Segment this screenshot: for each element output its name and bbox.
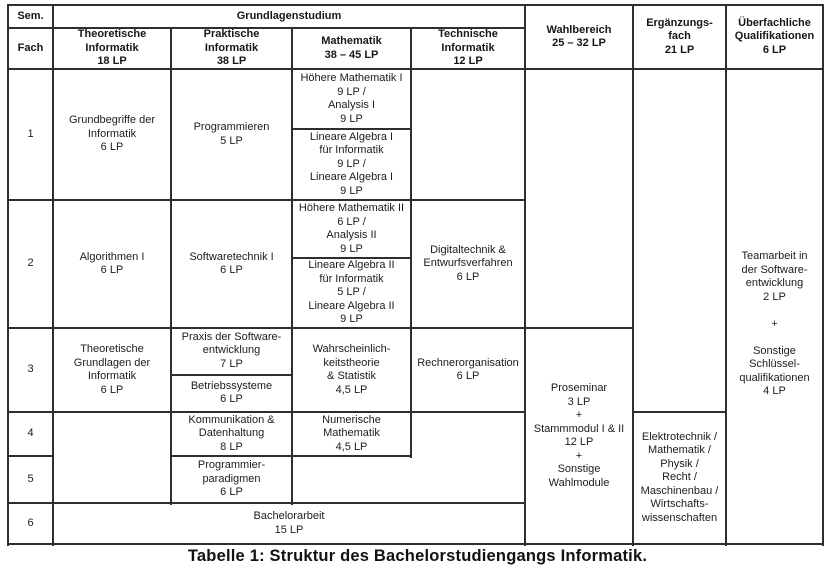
grid-hline [7, 4, 824, 6]
cell-lineare-algebra-2: Lineare Algebra II für Informatik 5 LP /… [308, 259, 395, 326]
grid-hline [291, 128, 412, 130]
cell-hoehere-mathematik-1: Höhere Mathematik I 9 LP / Analysis I 9 … [300, 72, 403, 125]
cell-wahrscheinlichkeitstheorie-statistik: Wahrscheinlich- keitstheorie & Statistik… [312, 343, 391, 396]
grid-vline [410, 27, 412, 458]
header-mathematik: Mathematik 38 – 45 LP [321, 35, 382, 61]
grid-hline [632, 411, 727, 413]
semester-2: 2 [27, 257, 34, 270]
semester-5: 5 [27, 472, 34, 485]
table-caption: Tabelle 1: Struktur des Bachelorstudieng… [187, 547, 648, 565]
cell-hoehere-mathematik-2: Höhere Mathematik II 6 LP / Analysis II … [298, 202, 405, 255]
cell-theoretische-grundlagen: Theoretische Grundlagen der Informatik 6… [73, 343, 151, 396]
grid-hline [7, 327, 634, 329]
grid-hline [291, 257, 412, 259]
cell-programmierparadigmen: Programmier- paradigmen 6 LP [197, 459, 266, 499]
grid-hline [7, 543, 824, 545]
grid-vline [725, 4, 727, 546]
grid-hline [170, 374, 293, 376]
grid-vline [7, 4, 9, 546]
grid-vline [524, 4, 526, 546]
grid-hline [7, 199, 526, 201]
cell-digitaltechnik-entwurfsverfahren: Digitaltechnik & Entwurfsverfahren 6 LP [423, 243, 513, 283]
semester-6: 6 [27, 516, 34, 529]
cell-betriebssysteme: Betriebssysteme 6 LP [190, 379, 273, 406]
cell-programmieren: Programmieren 5 LP [193, 121, 270, 147]
grid-hline [7, 455, 54, 457]
cell-rechnerorganisation: Rechnerorganisation 6 LP [417, 356, 519, 383]
cell-numerische-mathematik: Numerische Mathematik 4,5 LP [322, 413, 381, 453]
cell-lineare-algebra-1: Lineare Algebra I für Informatik 9 LP / … [309, 130, 394, 197]
grid-hline [170, 455, 412, 457]
header-praktische-informatik: Praktische Informatik 38 LP [203, 28, 260, 68]
grid-hline [7, 68, 824, 70]
semester-4: 4 [27, 427, 34, 440]
header-sem: Sem. [17, 9, 44, 22]
cell-algorithmen-1: Algorithmen I 6 LP [79, 250, 145, 277]
semester-1: 1 [27, 127, 34, 140]
cell-wahlbereich-inhalt: Proseminar 3 LP + Stammmodul I & II 12 L… [533, 382, 625, 489]
header-grundlagenstudium: Grundlagenstudium [236, 9, 342, 22]
cell-ergaenzungsfach-inhalt: Elektrotechnik / Mathematik / Physik / R… [640, 430, 719, 524]
grid-vline [291, 27, 293, 505]
cell-bachelorarbeit: Bachelorarbeit 15 LP [253, 510, 325, 536]
grid-vline [170, 27, 172, 505]
grid-hline [7, 411, 526, 413]
grid-hline [7, 27, 526, 29]
semester-3: 3 [27, 363, 34, 376]
header-wahlbereich: Wahlbereich 25 – 32 LP [546, 23, 612, 50]
header-theoretische-informatik: Theoretische Informatik 18 LP [77, 28, 147, 68]
header-ergaenzungsfach: Ergänzungs- fach 21 LP [646, 16, 713, 56]
header-fach: Fach [17, 41, 44, 54]
grid-hline [7, 502, 526, 504]
grid-vline [822, 4, 824, 546]
grid-vline [632, 4, 634, 546]
cell-grundbegriffe-der-informatik: Grundbegriffe der Informatik 6 LP [68, 114, 156, 154]
cell-ueberfachliche-inhalt: Teamarbeit in der Software- entwicklung … [739, 250, 810, 398]
cell-praxis-der-softwareentwicklung: Praxis der Software- entwicklung 7 LP [181, 330, 282, 370]
header-technische-informatik: Technische Informatik 12 LP [438, 28, 498, 68]
cell-softwaretechnik-1: Softwaretechnik I 6 LP [189, 250, 274, 277]
cell-kommunikation-datenhaltung: Kommunikation & Datenhaltung 8 LP [188, 413, 275, 453]
grid-vline [52, 4, 54, 546]
header-ueberfachliche-qualifikationen: Überfachliche Qualifikationen 6 LP [734, 16, 815, 56]
